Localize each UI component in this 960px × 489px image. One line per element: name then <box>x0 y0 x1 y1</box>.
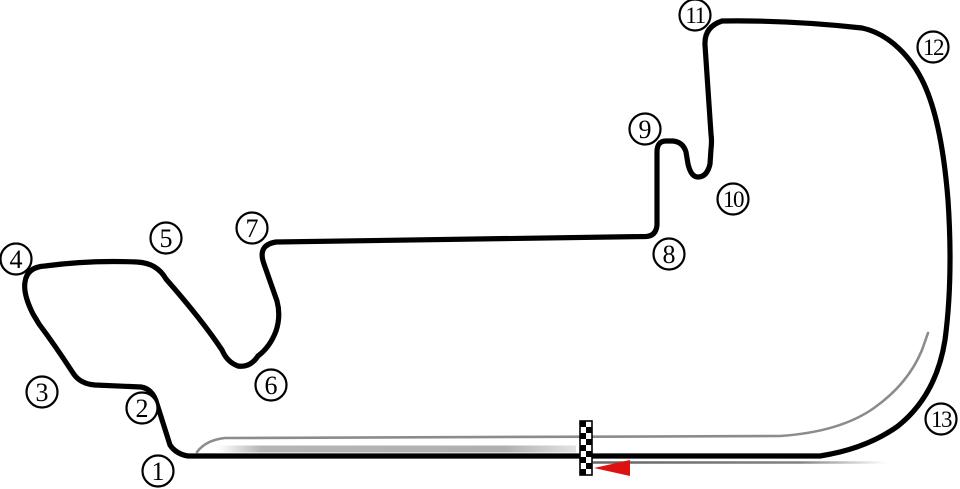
corner-label-6: 6 <box>265 371 278 400</box>
corner-label-2: 2 <box>136 394 149 423</box>
corner-marker-5 <box>149 221 183 255</box>
start-finish-line <box>579 420 593 476</box>
direction-arrow-icon <box>594 460 630 476</box>
corner-marker-11 <box>678 0 712 32</box>
corner-label-7: 7 <box>246 214 259 243</box>
corner-marker-6 <box>254 368 288 402</box>
pit-lane <box>195 331 930 454</box>
corner-label-10: 10 <box>723 187 744 212</box>
corner-marker-9 <box>628 112 662 146</box>
corner-marker-2 <box>125 391 159 425</box>
corner-label-3: 3 <box>36 378 49 407</box>
corner-marker-4 <box>0 242 33 276</box>
corner-marker-1 <box>141 454 175 488</box>
corner-marker-12 <box>916 30 950 64</box>
corner-marker-8 <box>652 237 686 271</box>
corner-label-13: 13 <box>931 407 952 432</box>
corner-label-12: 12 <box>923 35 944 60</box>
corner-label-4: 4 <box>10 245 23 274</box>
corner-marker-7 <box>235 211 269 245</box>
corner-marker-3 <box>25 375 59 409</box>
corner-label-11: 11 <box>685 3 705 28</box>
corner-marker-10 <box>716 182 750 216</box>
race-track-outline <box>22 18 953 459</box>
corner-label-8: 8 <box>663 240 676 269</box>
corner-label-5: 5 <box>160 224 173 253</box>
corner-marker-13 <box>924 402 958 436</box>
corner-label-1: 1 <box>152 457 165 486</box>
corner-label-9: 9 <box>639 115 652 144</box>
